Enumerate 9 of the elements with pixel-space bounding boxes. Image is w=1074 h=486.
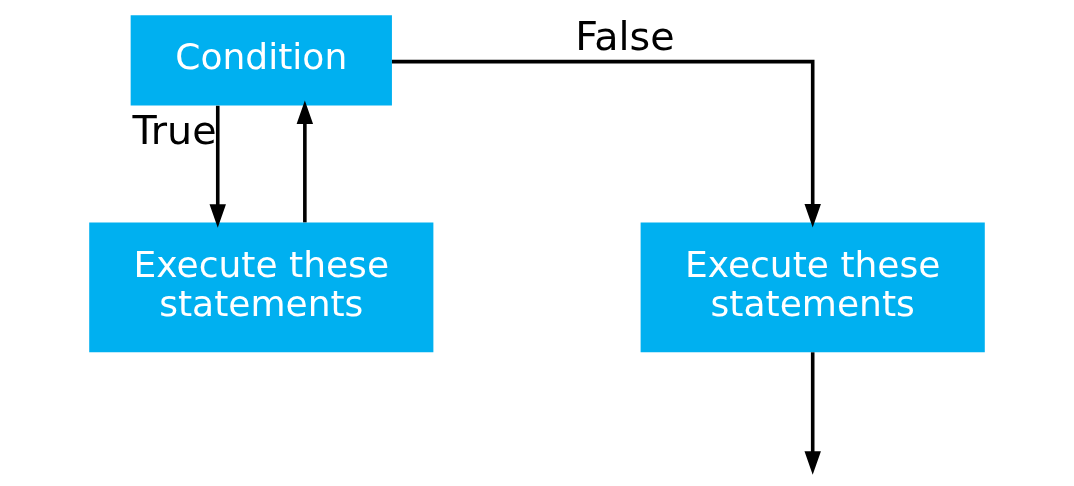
arrow bbox=[804, 352, 821, 475]
arrow bbox=[296, 100, 314, 223]
edge-label: True bbox=[132, 107, 217, 154]
edge-label: False bbox=[575, 13, 675, 60]
arrow bbox=[209, 105, 226, 228]
node-box: Condition bbox=[130, 15, 392, 106]
node-box: Execute these statements bbox=[89, 222, 434, 353]
node-box: Execute these statements bbox=[640, 222, 985, 353]
arrow bbox=[392, 59, 821, 228]
